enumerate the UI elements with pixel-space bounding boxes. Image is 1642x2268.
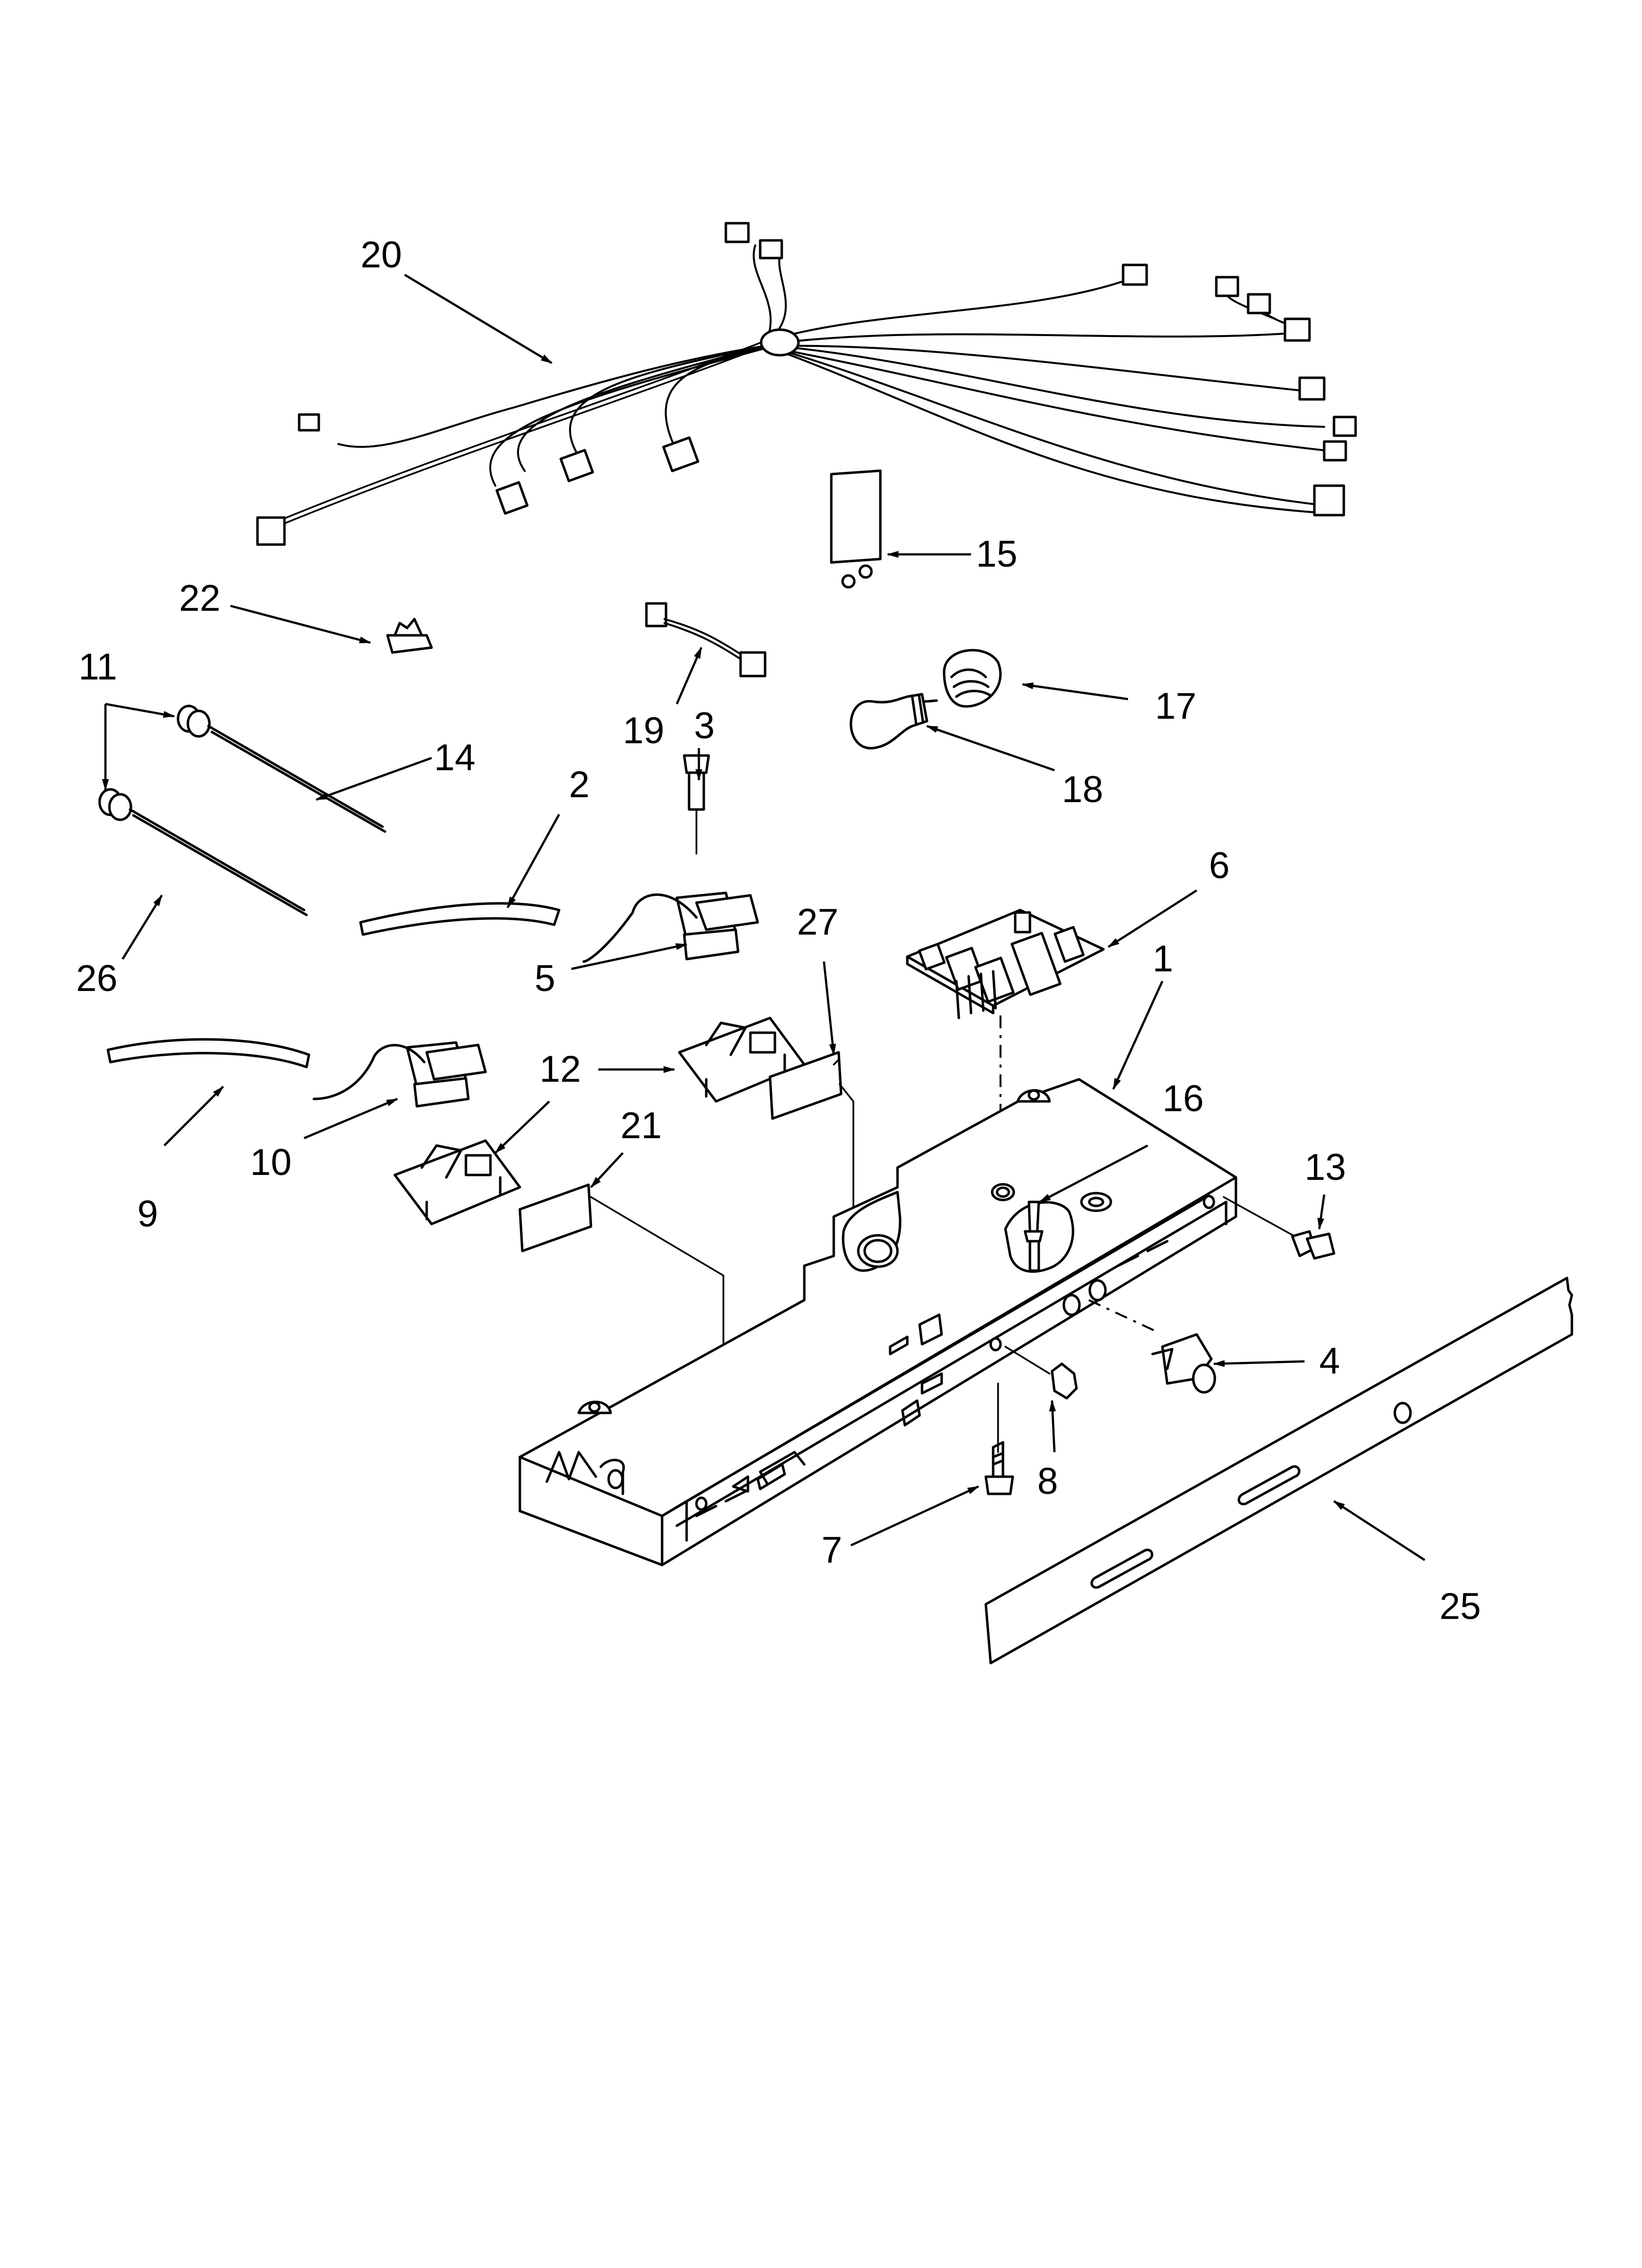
switch-lower <box>312 1041 487 1108</box>
tube-upper <box>177 704 386 833</box>
callout-18: 18 <box>1062 769 1103 810</box>
switch-right <box>1088 1299 1216 1394</box>
callout-14: 14 <box>434 737 476 779</box>
callout-5: 5 <box>535 958 555 999</box>
bracket-left <box>393 1139 521 1225</box>
callout-6: 6 <box>1209 845 1230 886</box>
callout-labels: 20 15 22 11 14 19 3 17 18 2 26 6 5 27 1 … <box>76 234 1481 1627</box>
trim-panel <box>984 1277 1573 1665</box>
callout-2: 2 <box>569 764 590 806</box>
callout-26: 26 <box>76 958 118 999</box>
tube-lower <box>98 788 308 916</box>
callout-13: 13 <box>1305 1147 1346 1188</box>
switch-upper <box>582 891 759 963</box>
callout-8: 8 <box>1037 1460 1058 1502</box>
callout-7: 7 <box>821 1529 842 1571</box>
callout-11: 11 <box>78 646 117 688</box>
callout-21: 21 <box>620 1105 662 1147</box>
callout-1: 1 <box>1153 938 1173 980</box>
callout-25: 25 <box>1439 1586 1481 1627</box>
push-button <box>1004 1346 1078 1400</box>
leader-lines <box>102 274 1426 1561</box>
control-board <box>906 909 1105 1019</box>
callout-20: 20 <box>360 234 402 276</box>
callout-4: 4 <box>1319 1340 1340 1382</box>
hose-upper <box>359 902 561 936</box>
hose-lower <box>106 1038 310 1069</box>
callout-15: 15 <box>976 533 1018 575</box>
wire-harness <box>256 222 1357 546</box>
callout-17: 17 <box>1155 685 1197 727</box>
callout-3: 3 <box>694 705 715 747</box>
screw-bottom <box>984 1382 1014 1495</box>
light-bulb <box>849 693 938 750</box>
callout-10: 10 <box>250 1142 292 1183</box>
clip-part <box>386 618 433 654</box>
screw-top <box>683 754 710 855</box>
label-left <box>518 1183 592 1252</box>
control-housing <box>518 1078 1237 1566</box>
callout-27: 27 <box>797 901 839 943</box>
pad-part <box>830 469 882 589</box>
callout-19: 19 <box>623 710 665 752</box>
label-right <box>769 1051 843 1120</box>
callout-9: 9 <box>137 1193 158 1235</box>
bracket-right <box>678 1017 806 1103</box>
screw-right <box>1223 1196 1335 1260</box>
callout-16: 16 <box>1162 1078 1204 1120</box>
callout-12: 12 <box>539 1048 581 1090</box>
callout-22: 22 <box>179 577 221 619</box>
lamp-socket <box>943 649 1002 708</box>
short-harness <box>645 602 767 678</box>
